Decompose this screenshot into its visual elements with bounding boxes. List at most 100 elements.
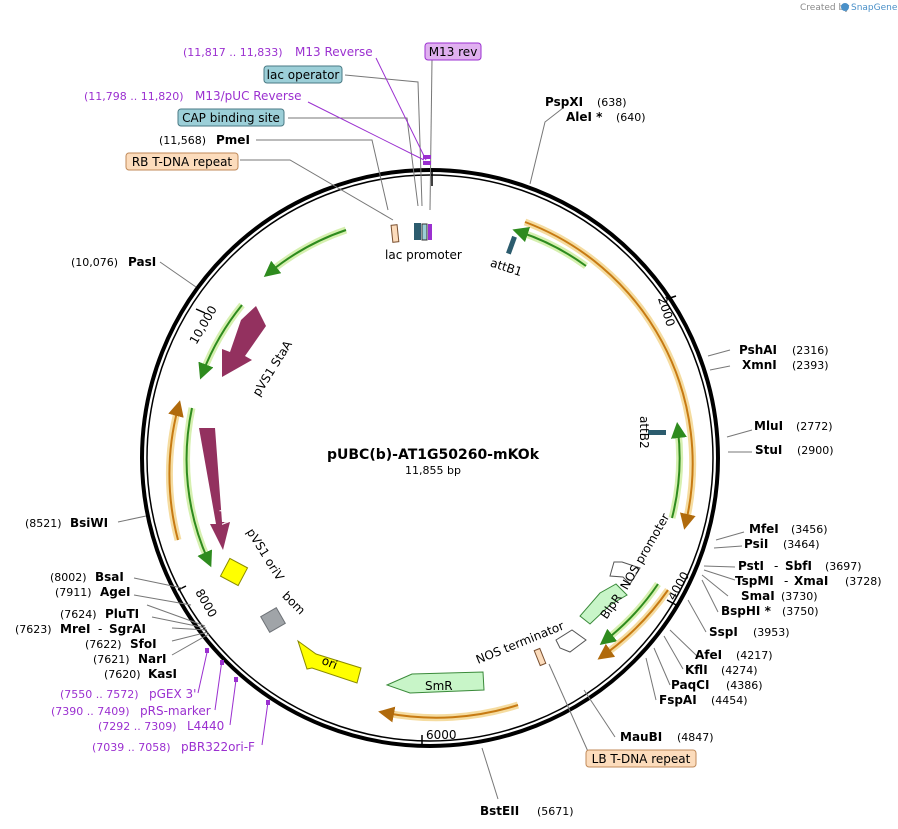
m13-rev-label: M13 rev xyxy=(429,45,478,59)
enzyme-kfli-pos: (4274) xyxy=(721,664,758,677)
nos-promoter-label: NOS promoter xyxy=(617,511,672,592)
enzyme-stui-pos: (2900) xyxy=(797,444,834,457)
enzyme-mfei: MfeI xyxy=(749,522,779,536)
lac-operator-label: lac operator xyxy=(267,68,340,82)
enzyme-kasi-pos: (7620) xyxy=(104,668,141,681)
enzyme-bsphi-pos: (3750) xyxy=(782,605,819,618)
enzyme-pmei: PmeI xyxy=(216,133,250,147)
enzyme-sspi-pos: (3953) xyxy=(753,626,790,639)
enzyme-pshai-pos: (2316) xyxy=(792,344,829,357)
bom-box xyxy=(260,607,286,633)
primer-pbr322ori-f: pBR322ori-F xyxy=(181,740,255,754)
enzyme-pluti: PluTI xyxy=(105,607,139,621)
blpr-arrow xyxy=(579,583,628,625)
enzyme-nari-pos: (7621) xyxy=(93,653,130,666)
enzyme-alei-pos: (640) xyxy=(616,111,646,124)
enzyme-bsteii-pos: (5671) xyxy=(537,805,574,818)
ring-ticks xyxy=(177,172,679,745)
enzyme-pasi-pos: (10,076) xyxy=(71,256,118,269)
lb-tdna-repeat-label: LB T-DNA repeat xyxy=(592,752,691,766)
enzyme-afei-pos: (4217) xyxy=(736,649,773,662)
primer-l4440: L4440 xyxy=(187,719,224,733)
primer-labels: (11,817 .. 11,833) M13 Reverse (11,798 .… xyxy=(51,45,373,754)
enzyme-fspai-pos: (4454) xyxy=(711,694,748,707)
enzyme-alei: AleI * xyxy=(566,110,603,124)
enzyme-sspi: SspI xyxy=(709,625,738,639)
enzyme-paqci: PaqCI xyxy=(671,678,709,692)
enzyme-psii-pos: (3464) xyxy=(783,538,820,551)
enzyme-bsteii: BstEII xyxy=(480,804,519,818)
enzyme-psti: PstI xyxy=(738,559,764,573)
primer-m13puc-reverse-range: (11,798 .. 11,820) xyxy=(84,90,184,103)
primer-l4440-range: (7292 .. 7309) xyxy=(98,720,177,733)
enzyme-maubi-pos: (4847) xyxy=(677,731,714,744)
enzyme-agei: AgeI xyxy=(100,585,130,599)
enzyme-pasi: PasI xyxy=(128,255,156,269)
enzyme-xmni-pos: (2393) xyxy=(792,359,829,372)
ori-arrow xyxy=(297,639,362,684)
smr-arrow xyxy=(385,671,485,694)
enzyme-pluti-pos: (7624) xyxy=(60,608,97,621)
primer-leaders xyxy=(197,57,427,746)
enzyme-smai-pos: (3730) xyxy=(781,590,818,603)
attb1-mark xyxy=(506,235,517,255)
enzyme-afei: AfeI xyxy=(695,648,722,662)
primer-prs-marker: pRS-marker xyxy=(140,704,211,718)
primer-pbr322ori-f-range: (7039 .. 7058) xyxy=(92,741,171,754)
primer-prs-marker-range: (7390 .. 7409) xyxy=(51,705,130,718)
enzyme-fspai: FspAI xyxy=(659,693,697,707)
primer-m13puc-reverse: M13/pUC Reverse xyxy=(195,89,302,103)
enzyme-smai: SmaI xyxy=(741,589,775,603)
ori-label: ori xyxy=(320,653,340,672)
leader-lines xyxy=(117,59,753,800)
orf-arcs xyxy=(165,218,697,723)
snapgene-logo-icon xyxy=(841,3,849,11)
svg-text:-: - xyxy=(98,622,102,636)
credit-prefix: Created by xyxy=(800,3,850,13)
m13-rev-mark xyxy=(428,224,432,240)
enzyme-bsphi: BspHI * xyxy=(721,604,772,618)
pvs1-staa-label: pVS1 StaA xyxy=(250,337,296,398)
pvs1-staa-arrow xyxy=(222,306,266,377)
enzyme-bsiwi-pos: (8521) xyxy=(25,517,62,530)
primer-marks xyxy=(205,155,431,705)
tick-label-2000: 2000 xyxy=(655,295,678,328)
enzyme-xmni: XmnI xyxy=(742,358,777,372)
rb-tdna-repeat-mark xyxy=(390,224,400,243)
nos-terminator-arrow xyxy=(555,629,587,653)
enzyme-kasi: KasI xyxy=(148,667,177,681)
pvs1-repa-arrow xyxy=(199,428,230,550)
plasmid-length: 11,855 bp xyxy=(405,464,461,477)
enzyme-maubi: MauBI xyxy=(620,730,662,744)
cap-binding-site-label: CAP binding site xyxy=(182,111,280,125)
enzyme-bsai: BsaI xyxy=(95,570,124,584)
smr-label: SmR xyxy=(425,679,453,693)
enzyme-mrei: MreI xyxy=(60,622,90,636)
enzyme-sfoi: SfoI xyxy=(130,637,157,651)
enzyme-kfli: KflI xyxy=(685,663,708,677)
pvs1-repa-label: pVS1 RepA xyxy=(219,459,233,526)
enzyme-pmei-pos: (11,568) xyxy=(159,134,206,147)
enzyme-stui: StuI xyxy=(755,443,782,457)
svg-text:-: - xyxy=(774,559,778,573)
enzyme-xmai: XmaI xyxy=(794,574,828,588)
lac-operator-mark xyxy=(421,223,428,241)
enzyme-sbfi: SbfI xyxy=(785,559,812,573)
enzyme-pshai: PshAI xyxy=(739,343,777,357)
attb1-label: attB1 xyxy=(489,256,524,279)
lb-tdna-repeat-mark xyxy=(533,647,547,667)
enzyme-labels-left: (7620) KasI (7621) NarI (7622) SfoI (762… xyxy=(15,133,250,681)
enzyme-paqci-pos: (4386) xyxy=(726,679,763,692)
enzyme-mrei-pos: (7623) xyxy=(15,623,52,636)
enzyme-nari: NarI xyxy=(138,652,167,666)
primer-m13-reverse: M13 Reverse xyxy=(295,45,373,59)
enzyme-psii: PsiI xyxy=(744,537,768,551)
tick-label-8000: 8000 xyxy=(192,586,219,619)
enzyme-mlui-pos: (2772) xyxy=(796,420,833,433)
nos-terminator-label: NOS terminator xyxy=(474,619,566,667)
pvs1-oriv-label: pVS1 oriV xyxy=(244,526,287,584)
enzyme-sgrai: SgrAI xyxy=(109,622,146,636)
enzyme-labels-right: PspXI (638) AleI * (640) PshAI (2316) Xm… xyxy=(480,95,882,818)
boxed-feature-labels: M13 rev lac operator CAP binding site RB… xyxy=(125,42,697,768)
